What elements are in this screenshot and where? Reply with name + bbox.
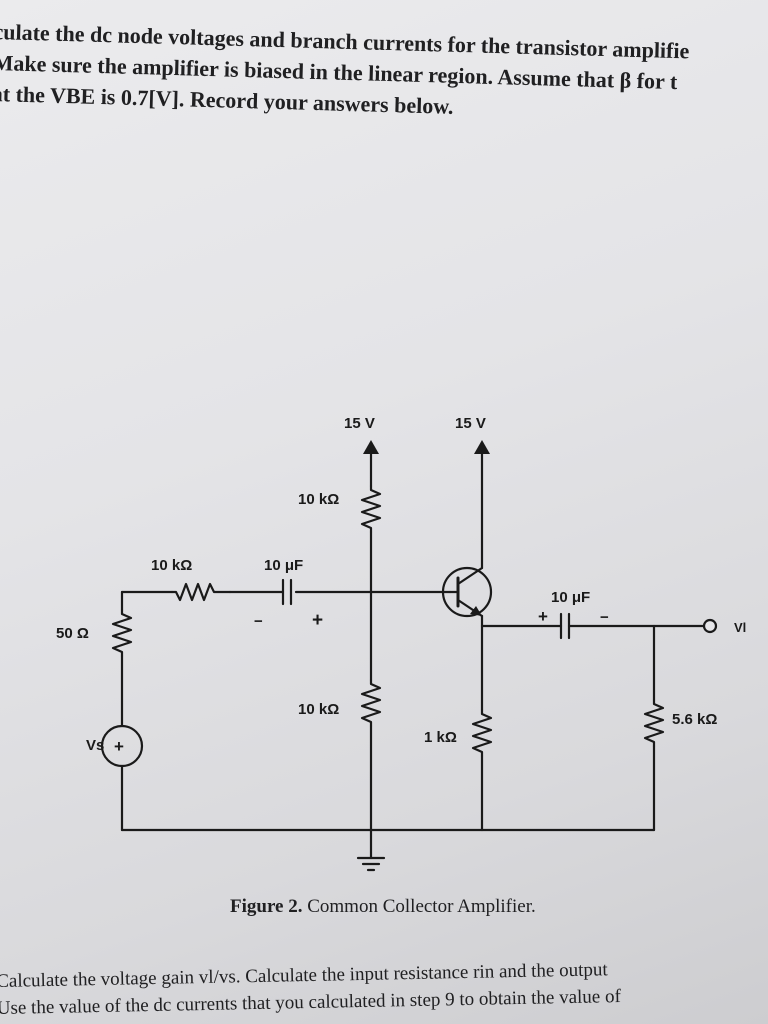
resistor-emitter [471, 708, 493, 758]
resistor-bottom [360, 678, 382, 728]
label-c-in: 10 μF [264, 557, 303, 574]
label-r-top: 10 kΩ [298, 491, 339, 508]
resistor-load [643, 698, 665, 748]
arrow-emitter [470, 606, 482, 616]
figure-caption: Figure 2. Common Collector Amplifier. [230, 896, 536, 918]
label-supply-right: 15 V [455, 415, 486, 432]
label-source: Vs [86, 737, 104, 754]
arrow-supply-left [363, 440, 379, 454]
label-c-out-plus: + [538, 607, 548, 626]
label-r-bottom: 10 kΩ [298, 701, 339, 718]
figure-title: Common Collector Amplifier. [307, 896, 536, 917]
resistor-series [170, 582, 232, 602]
label-c-in-plus: + [312, 610, 323, 631]
figure-label: Figure 2. [230, 896, 303, 917]
resistor-source [111, 608, 133, 658]
label-r-emitter: 1 kΩ [424, 729, 457, 746]
label-supply-left: 15 V [344, 415, 375, 432]
resistor-top [360, 484, 382, 534]
label-r-source: 50 Ω [56, 625, 89, 642]
output-terminal [702, 618, 718, 634]
label-r-series: 10 kΩ [151, 557, 192, 574]
label-source-plus: + [114, 737, 124, 756]
label-r-load: 5.6 kΩ [672, 711, 717, 728]
arrow-supply-right [474, 440, 490, 454]
label-c-out: 10 μF [551, 589, 590, 606]
label-c-in-minus: − [254, 613, 263, 630]
label-output: Vl [734, 620, 746, 635]
transistor-circle [441, 566, 493, 618]
transistor-collector [456, 566, 484, 586]
label-c-out-minus: − [600, 609, 609, 626]
